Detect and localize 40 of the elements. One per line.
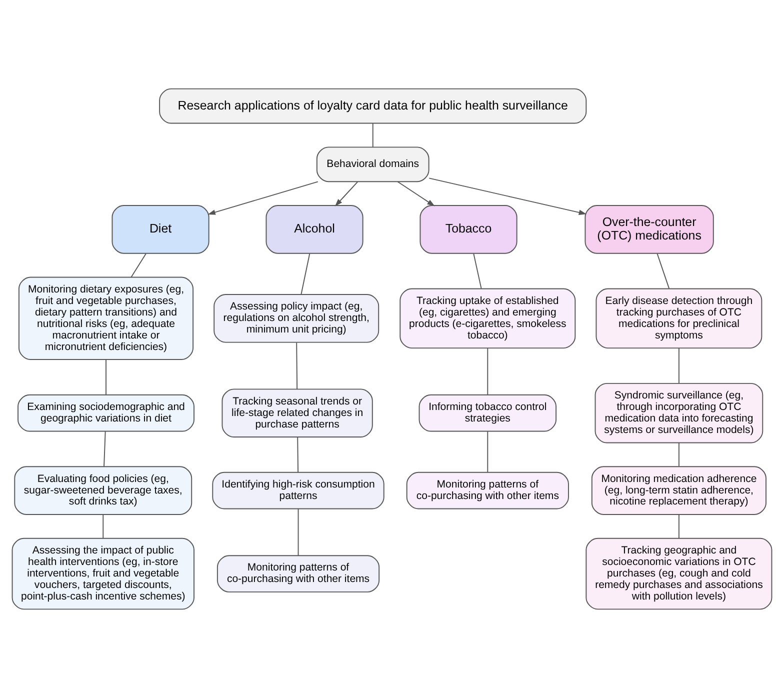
arrow [397,180,435,206]
connector [296,342,298,390]
connector [130,252,146,278]
node-box: Tracking geographic and socioeconomic variations in OTC purchases (eg, cough and cold remedy purchases and associations with pollution levels) [586,537,772,610]
node-box: Monitoring patterns of co-purchasing with other items [216,554,380,592]
arrow [428,177,587,215]
node-box: Tobacco [420,204,518,254]
node-box: Syndromic surveillance (eg, through incorporating OTC medication data into forecasting systems or surveillance models) [594,382,764,443]
node-box: Monitoring dietary exposures (eg, fruit and vegetable purchases, dietary pattern transitions) and nutritional risks (eg, adequate macronutrient intake or micronutrient deficiencies) [18,276,194,360]
connector [297,436,299,472]
node-box: Alcohol [266,204,364,254]
connector [678,442,680,466]
node-box: Evaluating food policies (eg, sugar-sweetened beverage taxes, soft drinks tax) [14,466,192,514]
connector [300,252,310,294]
arrow [334,180,358,206]
connector [372,122,374,147]
connector [678,514,680,538]
connector [678,347,680,384]
connector [487,347,488,395]
node-box: Assessing the impact of public health interventions (eg, in-store interventions, fruit and vegetable vouchers, targeted discounts, point-plus-cash incentive schemes) [12,537,194,610]
node-box: Diet [112,204,210,254]
connector [487,430,488,472]
node-box: Tracking uptake of established (eg, cigarettes) and emerging products (e-cigarettes, smokeless tobacco) [400,288,576,348]
node-box: Early disease detection through tracking purchases of OTC medications for preclinical symptoms [596,288,762,348]
node-box: Informing tobacco control strategies [418,394,557,432]
arrow [208,180,318,214]
node-box: Assessing policy impact (eg, regulations on alcohol strength, minimum unit pricing) [214,294,380,342]
node-box: Monitoring patterns of co-purchasing with other items [406,471,569,509]
connector [102,514,104,538]
node-box: Identifying high-risk consumption patterns [212,471,384,509]
node-box: Research applications of loyalty card data for public health surveillance [159,88,587,124]
node-box: Examining sociodemographic and geographic variations in diet [18,394,194,432]
connector [656,252,670,288]
node-box: Monitoring medication adherence (eg, long-term statin adherence, nicotine replacement therapy) [591,466,766,514]
node-box: Tracking seasonal trends or life-stage related changes in purchase patterns [222,388,373,437]
node-box: Over-the-counter (OTC) medications [584,204,714,254]
node-box: Behavioral domains [316,146,430,182]
connector [473,252,482,288]
connector [298,508,299,556]
connector [104,430,106,466]
